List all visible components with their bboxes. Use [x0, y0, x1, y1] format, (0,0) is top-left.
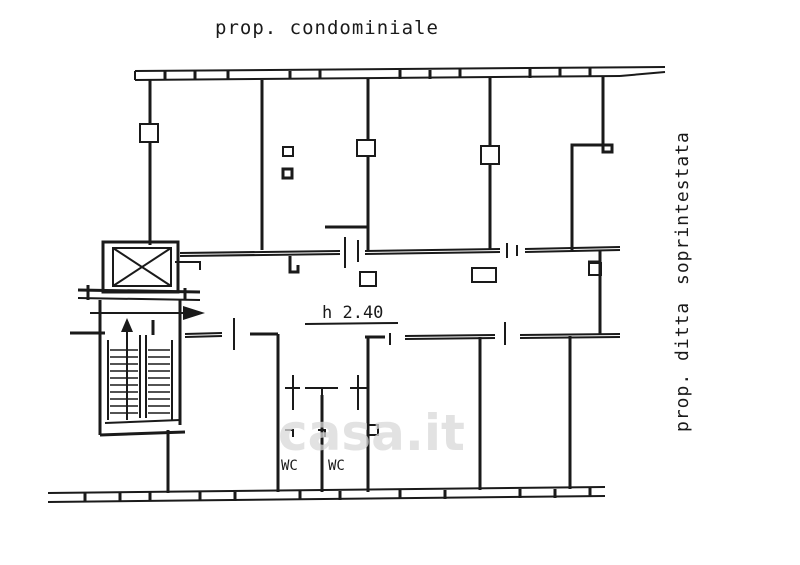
lower-partitions — [166, 334, 572, 493]
wc-right-label: WC — [328, 458, 345, 474]
upper-partitions — [148, 77, 614, 250]
top-neighbor-label: prop. condominiale — [215, 17, 439, 39]
wc-fixtures — [285, 375, 379, 437]
ceiling-height-label: h 2.40 — [322, 303, 383, 323]
stair-block — [70, 240, 201, 437]
corridor-lower-wall — [184, 318, 621, 350]
wc-left-label: WC — [281, 458, 298, 474]
watermark-logo: casa.it — [278, 404, 465, 462]
entrance-arrows — [90, 306, 205, 420]
height-label-underline — [304, 322, 399, 325]
top-outer-wall — [134, 66, 666, 81]
bottom-outer-wall — [47, 486, 606, 503]
right-lower-label: prop. ditta — [672, 302, 693, 432]
right-upper-label: soprintestata — [672, 131, 693, 285]
blank-patch — [440, 515, 560, 541]
corridor-upper-wall — [179, 237, 621, 274]
stair-treads — [110, 349, 170, 414]
corridor-right-end — [588, 250, 602, 335]
pillars — [139, 123, 602, 287]
